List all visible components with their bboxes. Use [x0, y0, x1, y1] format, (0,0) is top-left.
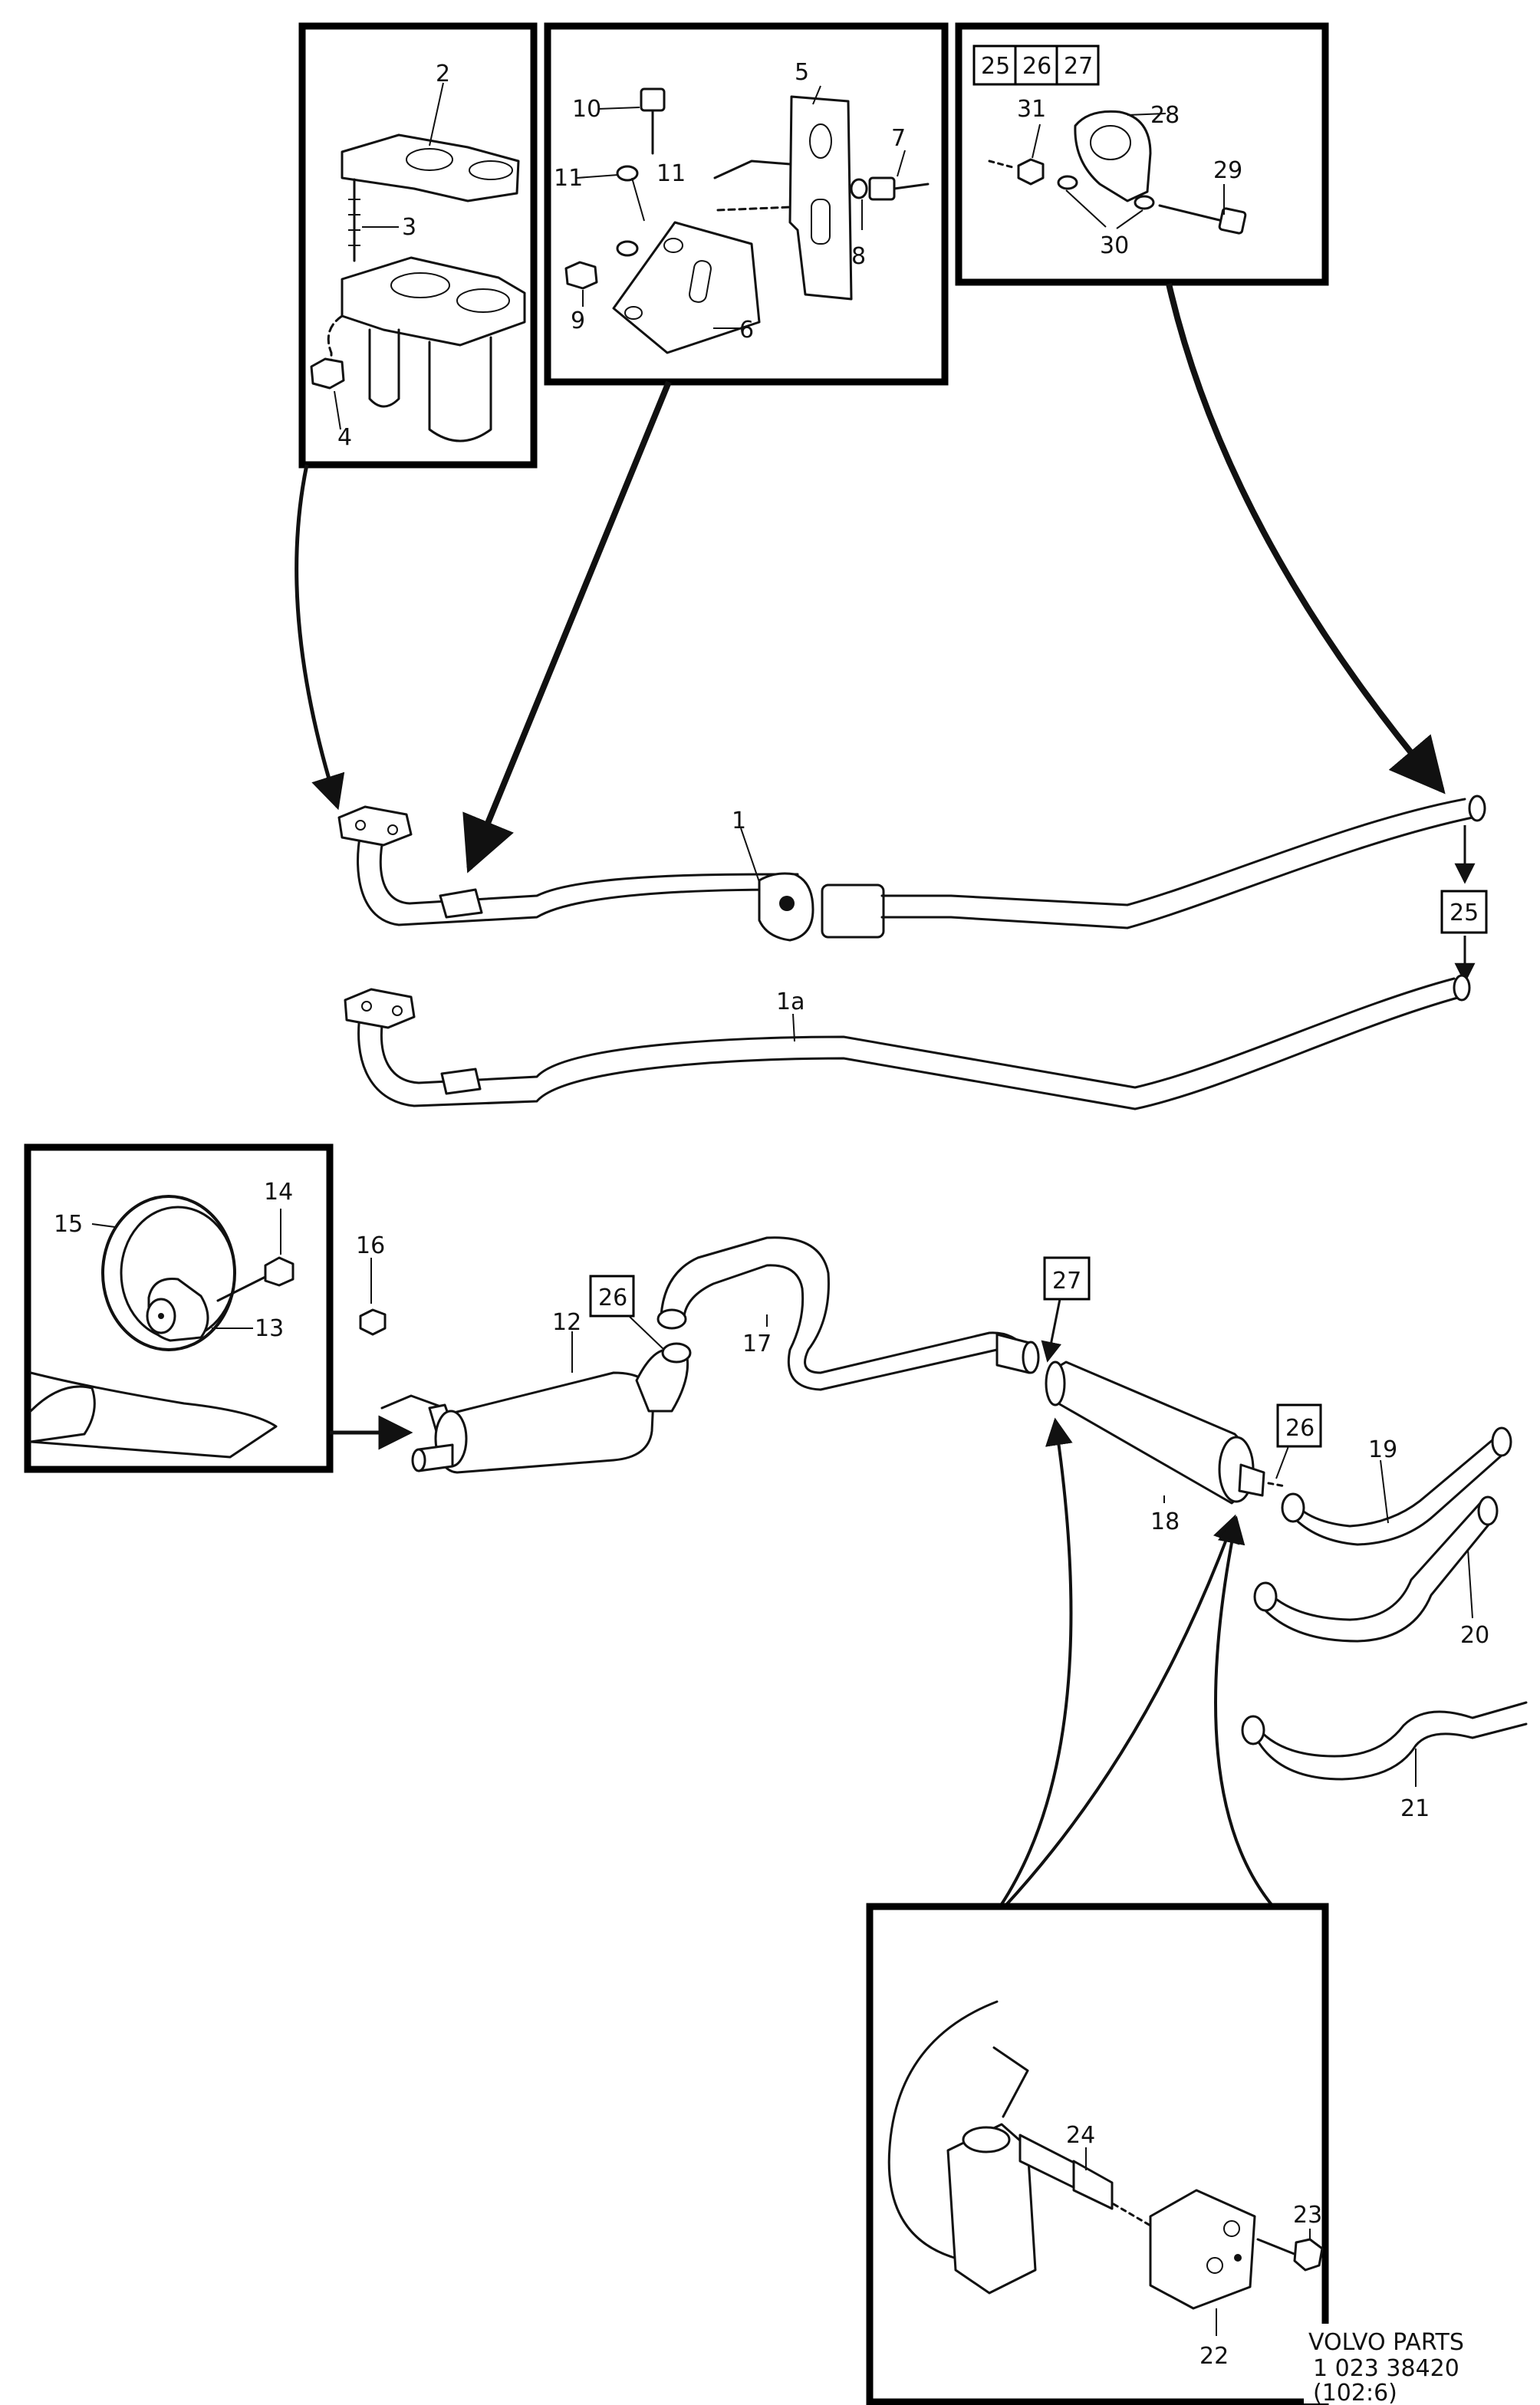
- callout-1a: 1a: [776, 989, 805, 1015]
- ref-box-27-header: 27: [1055, 44, 1100, 86]
- svg-text:27: 27: [1064, 53, 1093, 80]
- inset-mounting-bracket: 10 11 11 5 7 8 9 6: [544, 22, 949, 386]
- bushing-bolt: [216, 1256, 295, 1302]
- callout-5: 5: [795, 59, 809, 86]
- ref-box-25-pipe: 25: [1440, 825, 1488, 984]
- clamp-strap: [1074, 110, 1152, 202]
- callout-28: 28: [1150, 102, 1180, 129]
- svg-text:26: 26: [598, 1285, 627, 1311]
- callout-15: 15: [54, 1211, 83, 1238]
- adaptor-block: 22: [1149, 2189, 1256, 2370]
- ref-box-26-rear: 26: [1275, 1403, 1322, 1479]
- bracket-plate: [788, 95, 853, 301]
- ref-box-25-header: 25: [972, 44, 1017, 86]
- callout-13: 13: [255, 1315, 284, 1342]
- callout-3: 3: [402, 214, 416, 241]
- callout-18: 18: [1150, 1508, 1180, 1535]
- ref-box-27-mid: 27: [1041, 1256, 1091, 1363]
- callout-31: 31: [1017, 96, 1046, 123]
- bracket-washer: [616, 165, 639, 257]
- front-muffler: 12: [380, 1309, 692, 1474]
- ref-box-26-front: 26: [589, 1275, 665, 1351]
- callout-23: 23: [1293, 2202, 1322, 2229]
- inset-clamp: 25 26 27 31 28 29 30: [955, 22, 1329, 286]
- callout-20: 20: [1460, 1622, 1489, 1649]
- muffler-end: [887, 2000, 1037, 2295]
- front-pipe-variant-flange: [344, 988, 416, 1029]
- footer-brand: VOLVO PARTS: [1308, 2329, 1464, 2356]
- flange-nut: [310, 357, 345, 390]
- clamp-bolt: [1158, 204, 1247, 235]
- intermediate-pipe: 17: [656, 1236, 1040, 1391]
- front-pipe-variant: 1a: [344, 974, 1471, 1110]
- callout-10: 10: [572, 96, 601, 123]
- callout-6: 6: [739, 317, 754, 344]
- callout-21: 21: [1400, 1795, 1430, 1822]
- adaptor-bolt: 23: [1256, 2202, 1324, 2272]
- stud: [348, 178, 360, 262]
- side-bolt: [850, 176, 930, 201]
- callout-4: 4: [337, 424, 352, 451]
- footer-reference: VOLVO PARTS 1 023 38420 (102:6): [1304, 2324, 1534, 2405]
- ref-box-26-header: 26: [1014, 44, 1058, 86]
- callout-16: 16: [356, 1232, 385, 1259]
- bracket-bolt-top: [640, 87, 666, 155]
- callout-22: 22: [1199, 2343, 1229, 2370]
- inset-tailpipe-adaptor: 24 22 23: [866, 1903, 1329, 2405]
- callout-2: 2: [436, 61, 450, 87]
- leader-arrows-bottom: [999, 1417, 1275, 1908]
- footer-part-number: 1 023 38420: [1313, 2355, 1459, 2382]
- bracket-mount: [612, 221, 761, 354]
- manifold-flange: [341, 256, 526, 443]
- adaptor-pipe: 24: [1018, 2122, 1114, 2210]
- clamp-nut: [1017, 158, 1155, 210]
- rear-muffler: 18: [1045, 1360, 1287, 1535]
- tail-pipe-21: 21: [1241, 1701, 1528, 1822]
- bracket-nut: [564, 261, 598, 290]
- callout-14: 14: [264, 1179, 293, 1206]
- svg-text:26: 26: [1022, 53, 1051, 80]
- svg-text:25: 25: [1450, 900, 1479, 926]
- callout-19: 19: [1368, 1436, 1397, 1463]
- svg-text:27: 27: [1052, 1268, 1081, 1295]
- callout-24: 24: [1066, 2122, 1095, 2149]
- callout-11-left: 11: [554, 165, 583, 192]
- inset-rubber-mounting: 15 14 13: [24, 1143, 334, 1473]
- leader-arrows-top: [295, 283, 1446, 873]
- svg-text:26: 26: [1285, 1415, 1315, 1442]
- front-pipe: 1: [337, 795, 1486, 942]
- front-pipe-bracket: [439, 888, 483, 919]
- tail-pipe-19: 19: [1281, 1426, 1512, 1546]
- footer-code: (102:6): [1313, 2380, 1397, 2405]
- callout-8: 8: [851, 243, 866, 270]
- callout-7: 7: [891, 125, 906, 152]
- callout-11-right: 11: [656, 160, 686, 187]
- manifold-gasket: [341, 133, 520, 202]
- callout-1: 1: [732, 808, 746, 834]
- rubber-bushing: [146, 1278, 209, 1342]
- front-pipe-flange: [337, 805, 413, 847]
- callout-12: 12: [552, 1309, 581, 1336]
- callout-17: 17: [742, 1331, 772, 1357]
- tail-pipe-20: 20: [1253, 1495, 1499, 1649]
- svg-text:25: 25: [981, 53, 1010, 80]
- callout-9: 9: [571, 308, 585, 334]
- mounting-nut: 16: [356, 1232, 387, 1336]
- front-pipe-mount: [758, 872, 885, 942]
- inset-manifold-flange: 2 3 4: [298, 22, 538, 469]
- callout-29: 29: [1213, 157, 1242, 184]
- callout-30: 30: [1100, 232, 1129, 259]
